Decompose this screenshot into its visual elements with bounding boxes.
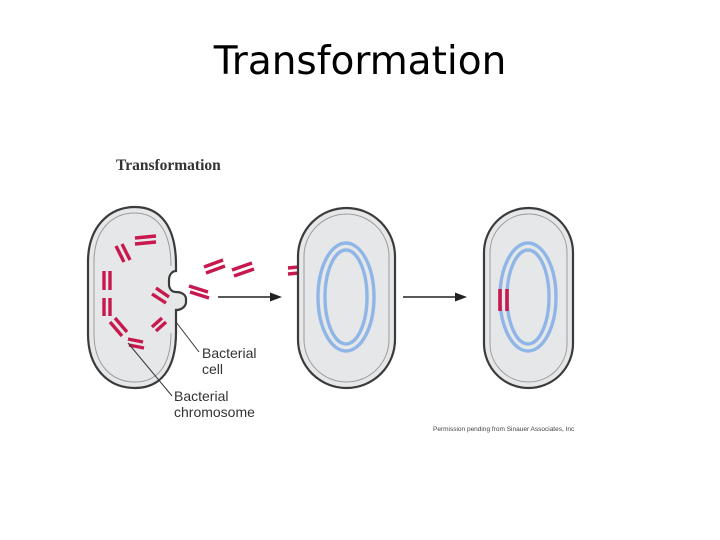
arrow-step-1	[218, 292, 282, 302]
arrow-step-2	[403, 292, 467, 302]
recipient-cell-inner-line	[303, 213, 390, 383]
bacterial-cell-label-line2: cell	[202, 361, 224, 377]
recipient-cell	[296, 206, 397, 390]
bacterial-chromosome-label: Bacterial chromosome	[174, 388, 255, 420]
bacterial-cell-label-line1: Bacterial	[202, 345, 257, 361]
integrated-donor-dna	[498, 289, 509, 311]
transformed-cell	[482, 206, 575, 390]
cell-leader-line	[175, 321, 200, 353]
figure-title: Transformation	[116, 157, 221, 174]
transformed-cell-inner-line	[489, 213, 568, 383]
bacterial-chromosome-label-line1: Bacterial	[174, 388, 229, 404]
chromosome-leader-line	[127, 342, 173, 397]
slide-title: Transformation	[213, 39, 507, 84]
donor-dna-fragments	[102, 234, 311, 350]
recipient-chromosome	[316, 241, 376, 353]
bacterial-cell-label: Bacterial cell	[202, 345, 256, 377]
permission-credit: Permission pending from Sinauer Associat…	[433, 426, 575, 433]
donor-cell-inner-line	[93, 212, 172, 383]
bacterial-chromosome-label-line2: chromosome	[174, 404, 255, 420]
donor-cell-outline	[86, 205, 188, 390]
